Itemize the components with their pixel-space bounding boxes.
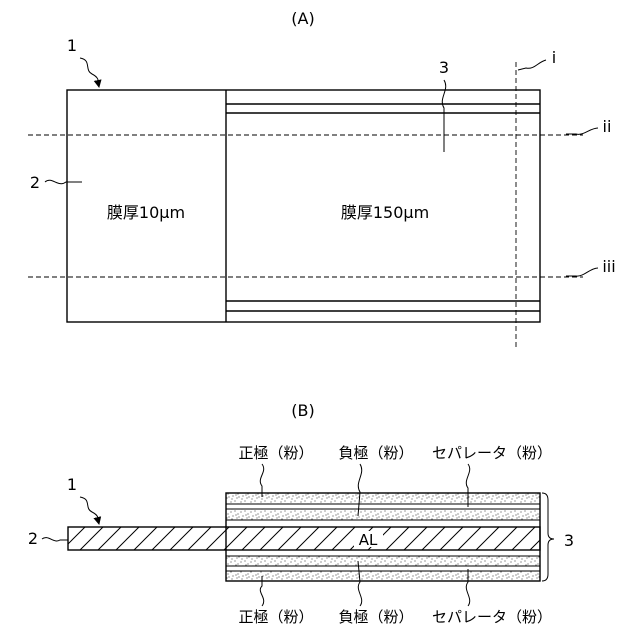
ref-1-b-arrow: [80, 497, 99, 524]
ref-3-a: 3: [439, 58, 449, 77]
ref-3-b: 3: [564, 531, 574, 550]
ref-2-b: 2: [28, 529, 38, 548]
bottom-positive-label: 正極（粉）: [238, 608, 313, 626]
aluminium-foil-strip: [68, 527, 540, 550]
label-i: i: [552, 48, 556, 67]
top-positive-label: 正極（粉）: [238, 444, 313, 462]
top-separator-label: セパレータ（粉）: [432, 444, 552, 462]
ref-1-a-arrow: [80, 58, 99, 87]
label-ii: ii: [603, 117, 612, 136]
bottom-positive-powder-layer: [226, 571, 540, 581]
figure-a: (A) 膜厚10μm 膜厚150μm 1 2 3 i ii iii: [28, 9, 616, 350]
top-negative-leader: [358, 464, 362, 516]
top-positive-leader: [260, 464, 263, 497]
bottom-negative-leader: [358, 561, 362, 606]
top-positive-powder-layer: [226, 493, 540, 504]
stack-bracket: [542, 493, 554, 581]
bottom-negative-label: 負極（粉）: [338, 608, 413, 626]
foil-thickness-text: 膜厚10μm: [107, 203, 185, 222]
label-iii-leader: [566, 268, 598, 276]
ref-2-a-leader: [45, 180, 82, 183]
ref-1-b: 1: [67, 475, 77, 494]
figure-b: (B) AL 3 1 2 正極（粉） 負極（粉） セパレータ（粉）: [28, 401, 574, 626]
electrode-thickness-text: 膜厚150μm: [341, 203, 429, 222]
ref-1-a: 1: [67, 36, 77, 55]
ref-3-a-leader: [442, 80, 445, 152]
label-ii-leader: [566, 128, 598, 134]
label-iii: iii: [602, 257, 615, 276]
foil-label: AL: [359, 531, 378, 549]
top-negative-label: 負極（粉）: [338, 444, 413, 462]
figure-b-label: (B): [291, 401, 314, 420]
figure-a-label: (A): [291, 9, 314, 28]
ref-2-b-leader: [42, 538, 68, 541]
label-i-leader: [518, 60, 546, 70]
top-negative-powder-layer: [226, 509, 540, 520]
bottom-negative-powder-layer: [226, 556, 540, 566]
ref-2-a: 2: [30, 173, 40, 192]
bottom-separator-label: セパレータ（粉）: [432, 608, 552, 626]
